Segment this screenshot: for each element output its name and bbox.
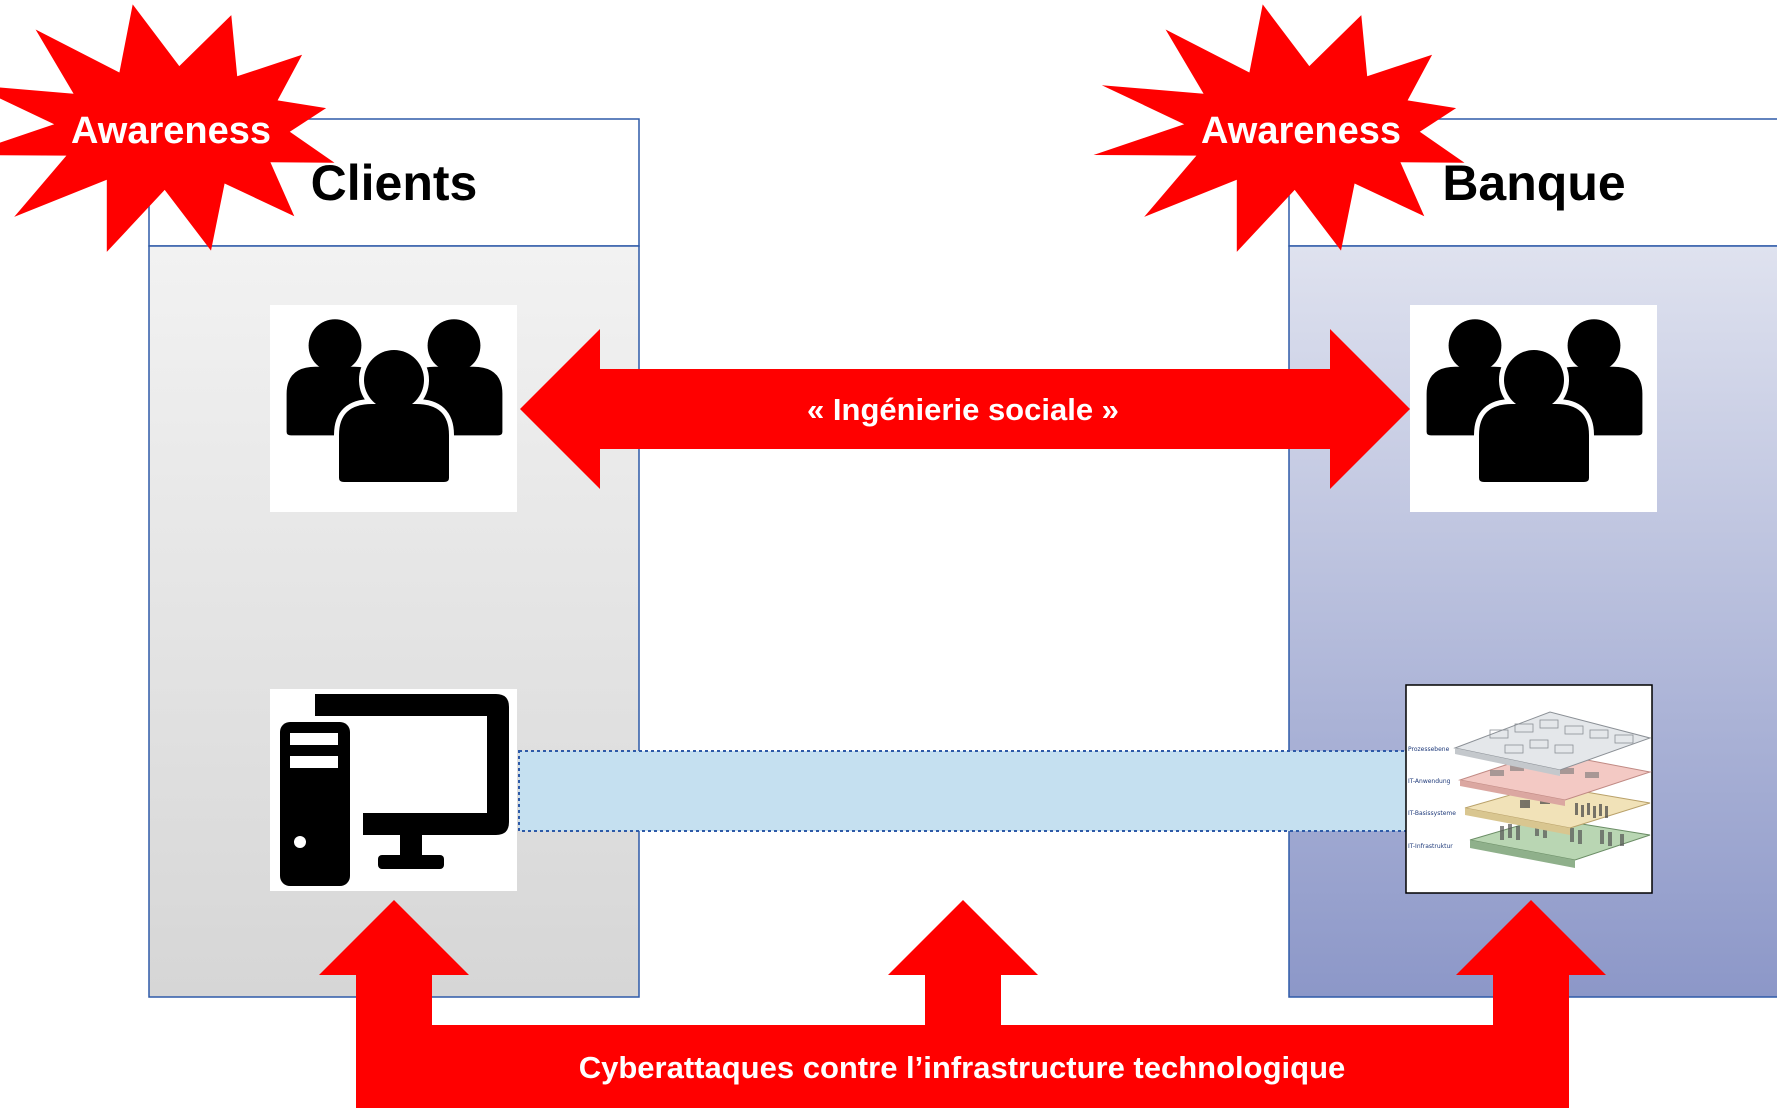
social-engineering-label: « Ingénierie sociale »: [807, 392, 1119, 427]
layer-label-prozessebene: Prozessebene: [1408, 746, 1450, 753]
layer-label-it-anwendung: IT-Anwendung: [1408, 778, 1451, 785]
cyberattack-arrows: Cyberattaques contre l’infrastructure te…: [319, 900, 1606, 1108]
cyberattack-label: Cyberattaques contre l’infrastructure te…: [579, 1050, 1346, 1085]
clients-awareness-burst: Awareness: [0, 4, 335, 252]
clients-people-icon: [270, 305, 517, 512]
social-engineering-arrow: « Ingénierie sociale »: [520, 329, 1410, 489]
layer-label-it-infrastruktur: IT-Infrastruktur: [1408, 843, 1453, 850]
awareness-burst-shape: [0, 4, 335, 252]
banque-awareness-burst: Awareness: [1093, 4, 1465, 252]
cyberattack-bar: [356, 1025, 1569, 1108]
banque-title: Banque: [1442, 155, 1625, 211]
desktop-computer-icon: [270, 689, 517, 891]
cyber-arrow-center: [888, 900, 1038, 1025]
banque-people-icon: [1410, 305, 1657, 512]
cyber-arrow-banque: [1456, 900, 1606, 1025]
clients-awareness-label: Awareness: [71, 110, 271, 152]
network-connection-bar: [518, 750, 1416, 832]
awareness-burst-shape: [1093, 4, 1465, 252]
clients-title: Clients: [311, 155, 478, 211]
layer-label-it-basissysteme: IT-Basissysteme: [1408, 810, 1456, 817]
banque-awareness-label: Awareness: [1201, 110, 1401, 152]
it-infrastructure-layers-icon: Prozessebene IT-Anwendung IT-Basissystem…: [1405, 684, 1653, 894]
cyber-arrow-clients: [319, 900, 469, 1025]
